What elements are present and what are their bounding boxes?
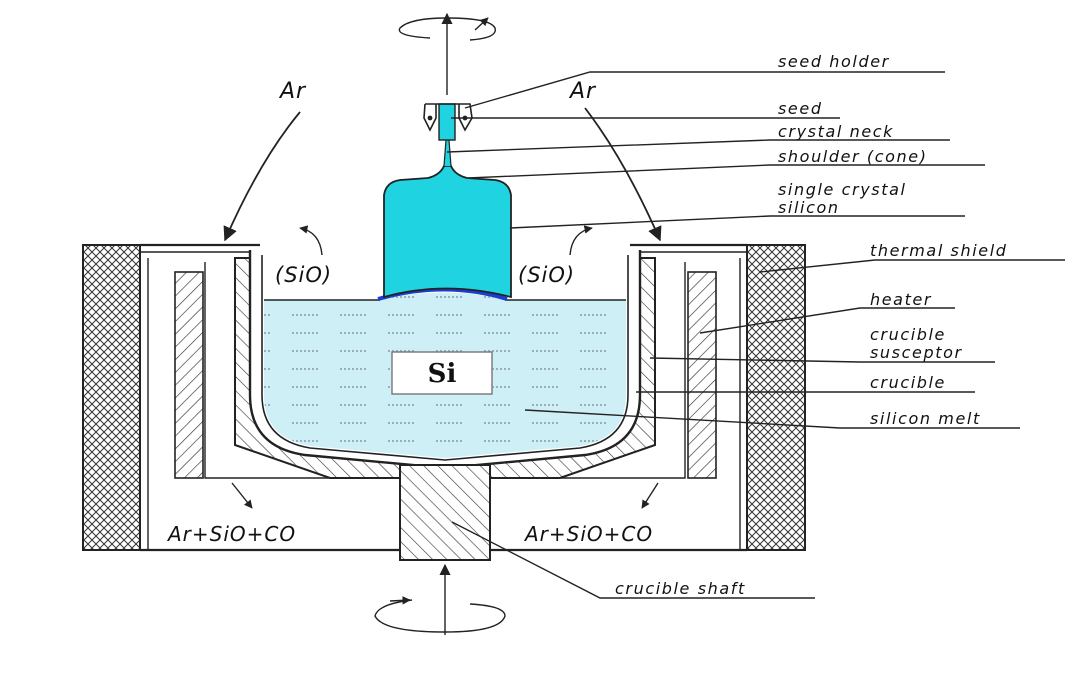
label-crucible-shaft: crucible shaft (615, 579, 746, 598)
label-crucible-susceptor-1: crucible (870, 325, 946, 344)
label-silicon-melt: silicon melt (870, 409, 981, 428)
si-symbol-box: Si (391, 351, 493, 395)
exhaust-arrows (231, 482, 659, 509)
label-crucible: crucible (870, 373, 946, 392)
label-seed: seed (778, 99, 823, 118)
label-thermal-shield: thermal shield (870, 241, 1008, 260)
exhaust-right-label: Ar+SiO+CO (523, 522, 653, 546)
thermal-shield (82, 243, 806, 552)
label-crystal-neck: crystal neck (778, 122, 894, 141)
sio-right-label: (SiO) (518, 263, 575, 287)
si-symbol: Si (428, 359, 457, 389)
label-single-crystal-2: silicon (778, 198, 840, 217)
ar-right-label: Ar (568, 79, 597, 104)
label-single-crystal-1: single crystal (778, 180, 907, 199)
seed (438, 103, 456, 141)
label-shoulder: shoulder (cone) (778, 147, 928, 166)
heater (174, 271, 717, 479)
ar-left-label: Ar (278, 79, 307, 104)
single-crystal-silicon (383, 165, 512, 299)
label-crucible-susceptor-2: susceptor (870, 343, 963, 362)
leader-lines (446, 71, 1065, 599)
crystal-neck (443, 139, 452, 167)
crucible-shaft (399, 464, 491, 561)
exhaust-left-label: Ar+SiO+CO (166, 522, 296, 546)
seed-holder (423, 103, 473, 132)
shaft-rotation-arrow (374, 563, 506, 635)
sio-left-label: (SiO) (275, 263, 332, 287)
sio-arrows (299, 225, 593, 256)
label-heater: heater (870, 290, 932, 309)
pull-rotation-arrow (398, 12, 496, 95)
label-seed-holder: seed holder (778, 52, 890, 71)
